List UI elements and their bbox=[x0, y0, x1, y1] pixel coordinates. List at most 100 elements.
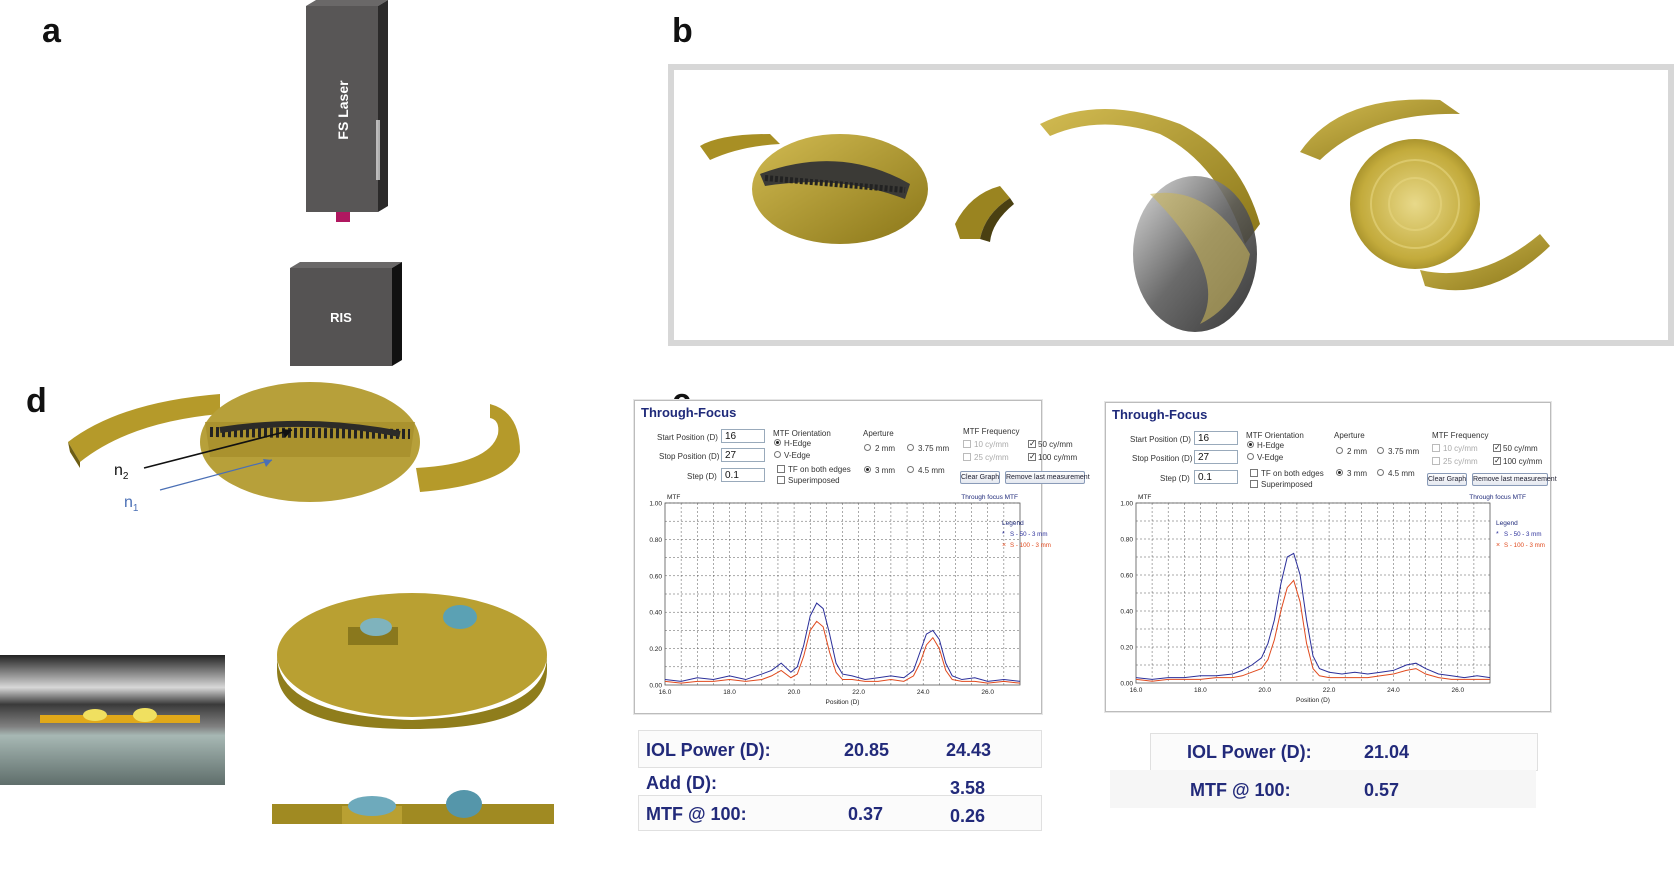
tf-both-edges-checkbox[interactable] bbox=[1250, 469, 1258, 477]
mtf-orientation-label: MTF Orientation bbox=[773, 429, 831, 438]
legend-label: S - 100 - 3 mm bbox=[1504, 542, 1545, 549]
right-haptic bbox=[416, 404, 520, 492]
series-line-s50 bbox=[1135, 552, 1491, 680]
x-tick-label: 20.0 bbox=[788, 689, 801, 696]
x-tick-label: 22.0 bbox=[1323, 687, 1336, 694]
iol-power-value-1: 20.85 bbox=[844, 740, 890, 760]
clear-graph-button[interactable]: Clear Graph bbox=[960, 471, 1000, 484]
through-focus-panel-left: Through-Focus Start Position (D) 16 Stop… bbox=[634, 400, 1090, 714]
add-value: 3.58 bbox=[950, 778, 986, 798]
n1-arrowhead bbox=[263, 459, 272, 467]
clear-graph-button[interactable]: Clear Graph bbox=[1427, 473, 1467, 486]
legend-marker: * bbox=[1496, 531, 1499, 538]
lens-side-view bbox=[1040, 109, 1260, 332]
freq-50-checkbox[interactable]: ✓ bbox=[1028, 439, 1036, 448]
panel-letter-b: b bbox=[672, 12, 693, 50]
lens-optic bbox=[200, 382, 420, 502]
x-tick-label: 18.0 bbox=[723, 689, 736, 696]
step-label: Step (D) bbox=[687, 472, 717, 481]
v-edge-radio[interactable] bbox=[1247, 453, 1254, 460]
x-tick-label: 16.0 bbox=[659, 689, 672, 696]
disc-render bbox=[277, 593, 547, 729]
aperture-3mm-radio[interactable] bbox=[864, 466, 871, 473]
lens-front-view bbox=[1300, 99, 1550, 291]
mtf-frequency-label: MTF Frequency bbox=[963, 427, 1020, 436]
aperture-45mm-radio[interactable] bbox=[907, 466, 914, 473]
step-label: Step (D) bbox=[1160, 474, 1190, 483]
legend-label: S - 50 - 3 mm bbox=[1504, 531, 1541, 538]
stop-position-input[interactable]: 27 bbox=[1194, 450, 1238, 464]
step-input[interactable]: 0.1 bbox=[721, 468, 765, 482]
superimposed-checkbox[interactable] bbox=[777, 476, 785, 484]
aperture-2mm-radio[interactable] bbox=[1336, 447, 1343, 454]
freq-25-label: 25 cy/mm bbox=[974, 453, 1009, 462]
tf-title: Through-Focus bbox=[1112, 407, 1208, 422]
remove-last-measurement-button[interactable]: Remove last measurement bbox=[1005, 471, 1090, 484]
freq-100-checkbox[interactable]: ✓ bbox=[1493, 456, 1501, 465]
legend-marker: × bbox=[1002, 542, 1006, 549]
y-tick-label: 1.00 bbox=[649, 501, 662, 508]
freq-50-label: 50 cy/mm bbox=[1038, 440, 1073, 449]
aperture-375mm-label: 3.75 mm bbox=[918, 444, 950, 453]
tf-both-edges-label: TF on both edges bbox=[788, 465, 851, 474]
mtf-orientation-label: MTF Orientation bbox=[1246, 431, 1304, 440]
freq-10-label: 10 cy/mm bbox=[974, 440, 1009, 449]
h-edge-radio[interactable] bbox=[1247, 441, 1254, 448]
start-position-label: Start Position (D) bbox=[657, 433, 718, 442]
aperture-3mm-radio[interactable] bbox=[1336, 469, 1343, 476]
freq-100-checkbox[interactable]: ✓ bbox=[1028, 452, 1036, 461]
freq-50-checkbox[interactable]: ✓ bbox=[1493, 443, 1501, 452]
freq-25-checkbox[interactable] bbox=[1432, 457, 1440, 465]
y-axis-label: MTF bbox=[667, 494, 680, 501]
tf-both-edges-label: TF on both edges bbox=[1261, 469, 1324, 478]
series-line-s50 bbox=[664, 602, 1021, 682]
v-edge-radio[interactable] bbox=[774, 451, 781, 458]
aperture-2mm-label: 2 mm bbox=[875, 444, 895, 453]
series-line-s100 bbox=[1135, 579, 1490, 682]
aperture-2mm-radio[interactable] bbox=[864, 444, 871, 451]
stop-position-label: Stop Position (D) bbox=[659, 452, 720, 461]
start-position-input[interactable]: 16 bbox=[1194, 431, 1238, 445]
aperture-375mm-radio[interactable] bbox=[907, 444, 914, 451]
freq-10-checkbox[interactable] bbox=[1432, 444, 1440, 452]
mtf-100-value-2: 0.26 bbox=[950, 806, 986, 826]
aperture-375mm-label: 3.75 mm bbox=[1388, 447, 1420, 456]
v-edge-label: V-Edge bbox=[1257, 453, 1284, 462]
aperture-375mm-radio[interactable] bbox=[1377, 447, 1384, 454]
h-edge-radio[interactable] bbox=[774, 439, 781, 446]
remove-last-measurement-button[interactable]: Remove last measurement bbox=[1472, 473, 1557, 486]
x-tick-label: 22.0 bbox=[852, 689, 865, 696]
results-left-iol-row bbox=[638, 730, 1042, 768]
freq-10-checkbox[interactable] bbox=[963, 440, 971, 448]
x-tick-label: 26.0 bbox=[1451, 687, 1464, 694]
stop-position-input[interactable]: 27 bbox=[721, 448, 765, 462]
aperture-45mm-radio[interactable] bbox=[1377, 469, 1384, 476]
panel-b-lenses bbox=[700, 99, 1550, 332]
mtf-frequency-label: MTF Frequency bbox=[1432, 431, 1489, 440]
y-tick-label: 0.40 bbox=[649, 610, 662, 617]
step-input[interactable]: 0.1 bbox=[1194, 470, 1238, 484]
mtf-100-value: 0.57 bbox=[1364, 780, 1400, 800]
y-tick-label: 0.40 bbox=[1120, 609, 1133, 616]
iol-power-label: IOL Power (D): bbox=[1187, 742, 1312, 762]
chart-title: Through focus MTF bbox=[961, 494, 1018, 501]
results-right-iol-row bbox=[1150, 733, 1538, 771]
superimposed-checkbox[interactable] bbox=[1250, 480, 1258, 488]
legend-marker: × bbox=[1496, 542, 1500, 549]
y-tick-label: 0.60 bbox=[649, 573, 662, 580]
results-right-mtf-row bbox=[1110, 770, 1536, 808]
h-edge-label: H-Edge bbox=[1257, 441, 1285, 450]
x-tick-label: 24.0 bbox=[917, 689, 930, 696]
start-position-input[interactable]: 16 bbox=[721, 429, 765, 443]
panel-letter-d: d bbox=[26, 382, 47, 420]
freq-25-checkbox[interactable] bbox=[963, 453, 971, 461]
aperture-3mm-label: 3 mm bbox=[875, 466, 895, 475]
panel-d-exploded-lens bbox=[68, 382, 520, 502]
y-tick-label: 0.00 bbox=[649, 683, 662, 690]
y-tick-label: 1.00 bbox=[1120, 501, 1133, 508]
n2-arrow bbox=[143, 429, 293, 469]
add-label: Add (D): bbox=[646, 773, 717, 793]
tf-both-edges-checkbox[interactable] bbox=[777, 465, 785, 473]
y-tick-label: 0.80 bbox=[1120, 537, 1133, 544]
drop-photo bbox=[0, 655, 225, 785]
